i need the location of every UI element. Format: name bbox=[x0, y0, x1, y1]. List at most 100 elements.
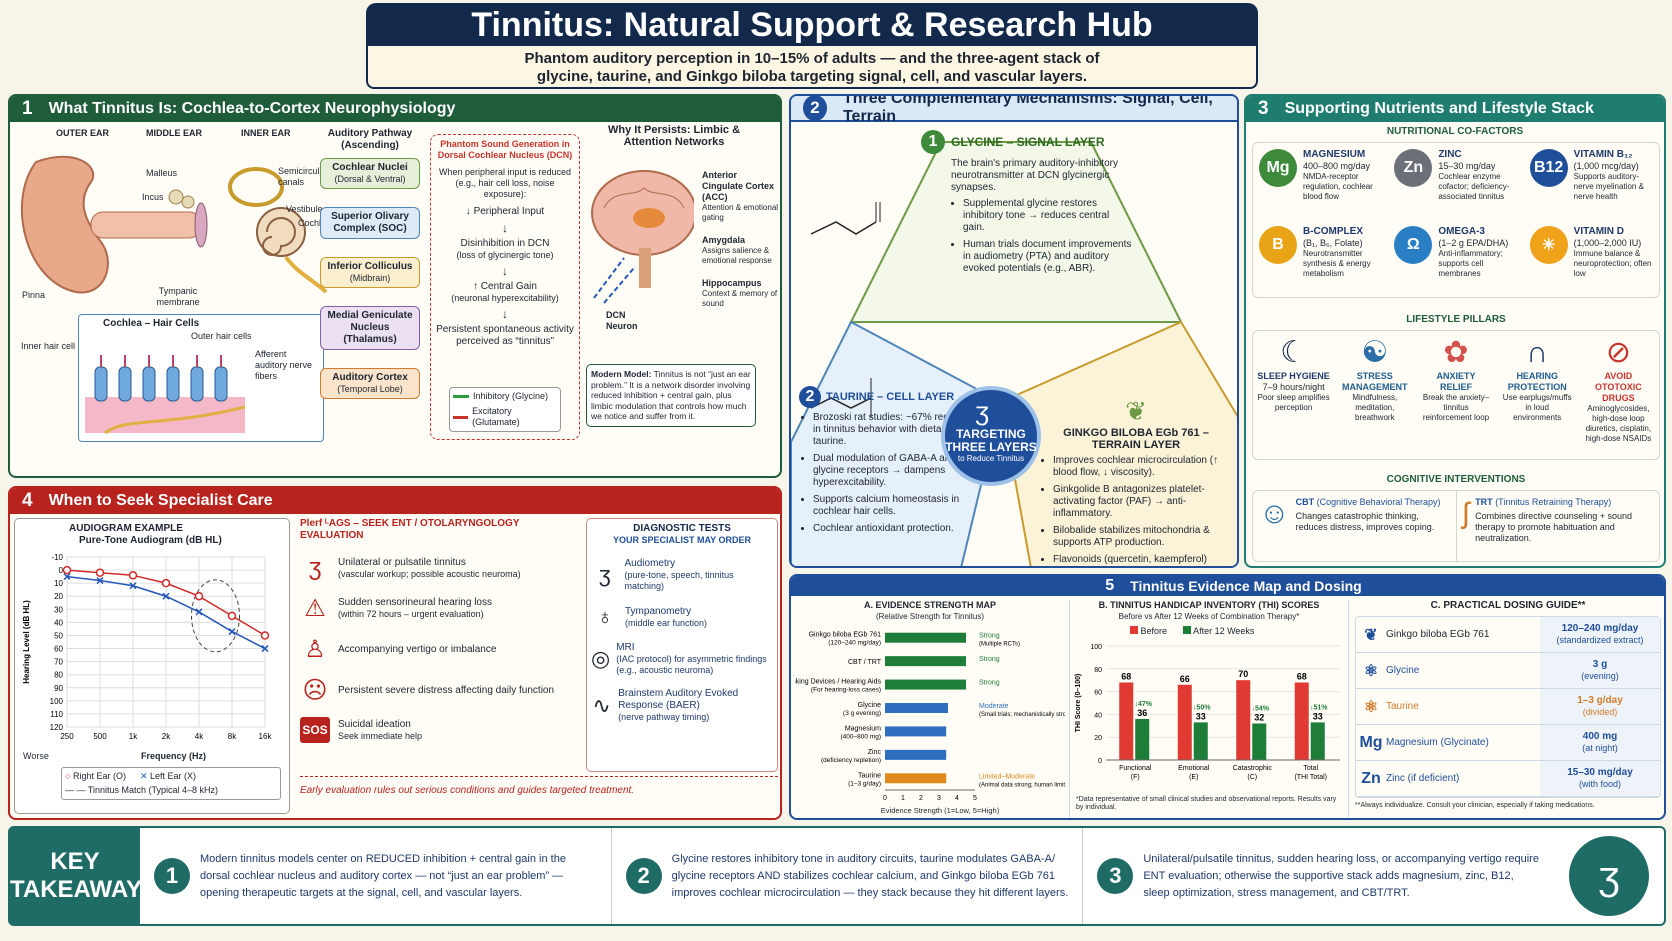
audiogram-point-left bbox=[96, 577, 104, 585]
limbic-region-desc: Context & memory of sound bbox=[702, 289, 778, 308]
thi-xtick: Functional bbox=[1119, 765, 1152, 772]
cofactors-title: NUTRITIONAL CO-FACTORS bbox=[1386, 126, 1524, 137]
pillar-name: AVOID OTOTOXIC DRUGS bbox=[1595, 371, 1642, 403]
dosing-icon: ⚛ bbox=[1363, 698, 1379, 716]
panel-4-number: 4 bbox=[22, 490, 33, 511]
dosing-dose: 400 mg bbox=[1582, 731, 1618, 742]
dosing-dose: 120–240 mg/day bbox=[1561, 623, 1639, 634]
thi-ytick: 0 bbox=[1098, 758, 1102, 765]
dosing-amount: 400 mg(at night) bbox=[1540, 725, 1660, 760]
red-flag-sub: Seek immediate help bbox=[338, 730, 423, 741]
mechanism-triangle bbox=[791, 141, 1237, 566]
pillar-desc: Use earplugs/muffs in loud environments bbox=[1502, 393, 1572, 422]
red-flag-item: ⚠Sudden sensorineural hearing loss(withi… bbox=[300, 594, 578, 623]
trt-full: (Tinnitus Retraining Therapy) bbox=[1495, 497, 1612, 507]
red-flag-icon: ʒ bbox=[308, 554, 322, 581]
center-target-badge: TARGETING THREE LAYERS to Reduce Tinnitu… bbox=[941, 386, 1041, 486]
limbic-region-desc: Attention & emotional gating bbox=[702, 203, 779, 222]
vestibule-label: Vestibule bbox=[286, 204, 323, 214]
modern-model-box: Modern Model: Tinnitus is not “just an e… bbox=[586, 364, 756, 427]
evidence-bar-sublabel: (1–3 g/day) bbox=[848, 780, 881, 787]
red-flag-title: Suicidal ideation bbox=[338, 718, 411, 730]
subtitle-line-1: Phantom auditory perception in 10–15% of… bbox=[524, 50, 1100, 67]
dosing-note: (standardized extract) bbox=[1556, 635, 1644, 645]
thi-bar-value: 36 bbox=[1137, 708, 1147, 718]
audiogram-ytick: 70 bbox=[54, 658, 63, 667]
nutrient-dose: (1–2 g EPA/DHA) bbox=[1438, 238, 1509, 248]
diag-test-icon: ◎ bbox=[591, 646, 611, 671]
phantom-step-title: Persistent spontaneous activity perceive… bbox=[436, 324, 574, 347]
mechanism-bullet: Bilobalide stabilizes mitochondria & sup… bbox=[1053, 525, 1231, 549]
nutrient-dose: (1,000 mcg/day) bbox=[1573, 161, 1639, 171]
pathway-stage-name: Auditory Cortex bbox=[332, 372, 408, 383]
legend-tinnitus-match: Tinnitus Match (Typical 4–8 kHz) bbox=[87, 785, 219, 795]
pathway-stage-sub: (Dorsal & Ventral) bbox=[334, 174, 406, 184]
thi-bar-value: 66 bbox=[1180, 674, 1190, 684]
dosing-amount: 3 g(evening) bbox=[1540, 653, 1660, 688]
audiogram-ytick: 30 bbox=[54, 605, 63, 614]
modern-model-text: Tinnitus is not “just an ear problem.” I… bbox=[591, 369, 751, 421]
pillar-sub: 7–9 hours/night bbox=[1262, 382, 1325, 392]
takeaways-title-1: KEY bbox=[50, 848, 100, 875]
audiogram-worse: Worse bbox=[23, 751, 49, 761]
pillar-icon: ☾ bbox=[1280, 336, 1308, 369]
audiogram-xtick: 1k bbox=[129, 732, 138, 741]
dosing-note: (with food) bbox=[1578, 779, 1622, 789]
red-flags-section: Plerf ᴸAGS – SEEK ENT / OTOLARYNGOLOGY E… bbox=[300, 518, 578, 788]
diagnostic-tests-box: DIAGNOSTIC TESTS YOUR SPECIALIST MAY ORD… bbox=[586, 518, 778, 772]
cbt-desc: Changes catastrophic thinking, reduces d… bbox=[1295, 511, 1435, 532]
glycine-structure bbox=[801, 192, 911, 266]
thi-ytick: 60 bbox=[1094, 690, 1102, 697]
evidence-bar-sublabel: (deficiency repletion) bbox=[821, 757, 881, 764]
diag-test-text: Brainstem Auditory Evoked Response (BAER… bbox=[618, 688, 773, 723]
nutrient-name: ZINC bbox=[1438, 149, 1462, 160]
thi-bar bbox=[1119, 682, 1134, 760]
red-flag-title: Accompanying vertigo or imbalance bbox=[338, 643, 497, 655]
limbic-region-name: Amygdala bbox=[702, 235, 746, 245]
thi-bar-value: 68 bbox=[1297, 671, 1307, 681]
pathway-stage: Cochlear Nuclei(Dorsal & Ventral) bbox=[320, 158, 420, 189]
audiogram-ytick: 0 bbox=[59, 566, 64, 575]
thi-xtick: Emotional bbox=[1178, 765, 1210, 772]
audiogram-point-left bbox=[63, 573, 71, 581]
diag-test-icon: ∿ bbox=[592, 692, 611, 718]
phantom-step-title: Disinhibition in DCN bbox=[460, 238, 550, 249]
panel-2-number: 2 bbox=[803, 96, 827, 121]
nutrient-name: B-COMPLEX bbox=[1303, 226, 1363, 237]
audiogram-ytick: 50 bbox=[54, 631, 63, 640]
nutrient-dose: (B₁, B₆, Folate) bbox=[1303, 238, 1363, 248]
ear-icon: ʒ bbox=[975, 396, 990, 426]
limbic-title: Why It Persists: Limbic & Attention Netw… bbox=[607, 124, 741, 148]
taurine-bullets: Brozoski rat studies: ~67% reduction in … bbox=[813, 412, 981, 535]
evidence-xtick: 3 bbox=[937, 795, 941, 802]
center-line-2: THREE LAYERS bbox=[945, 440, 1037, 454]
thi-xtick: Catastrophic bbox=[1233, 765, 1273, 772]
limbic-region-name: Anterior Cingulate Cortex (ACC) bbox=[702, 170, 775, 202]
cbt-full: (Cognitive Behavioral Therapy) bbox=[1316, 497, 1441, 507]
red-flag-title: Persistent severe distress affecting dai… bbox=[338, 684, 555, 696]
page-title: Tinnitus: Natural Support & Research Hub bbox=[366, 3, 1258, 47]
inner-hair-cell-label: Inner hair cell bbox=[21, 341, 76, 351]
thi-xtick-sub: (F) bbox=[1131, 774, 1140, 781]
red-flag-title: Sudden sensorineural hearing loss bbox=[338, 597, 492, 608]
nutrient-symbol-icon: Ω bbox=[1394, 226, 1433, 264]
ear-diagram: OUTER EAR MIDDLE EAR INNER EAR Malleus I… bbox=[16, 126, 336, 307]
panel-5-number: 5 bbox=[1105, 577, 1115, 594]
cbt-name: CBT bbox=[1295, 497, 1315, 507]
audiogram-point-left bbox=[162, 592, 170, 600]
evidence-bar-sublabel: (400–800 mg) bbox=[841, 733, 881, 740]
ginkgo-leaf-icon: ❦ bbox=[1125, 396, 1147, 426]
pillar-name: STRESS MANAGEMENT bbox=[1342, 371, 1408, 392]
dosing-dose: 1–3 g/day bbox=[1577, 695, 1623, 706]
dosing-icon: ❦ bbox=[1364, 626, 1378, 644]
